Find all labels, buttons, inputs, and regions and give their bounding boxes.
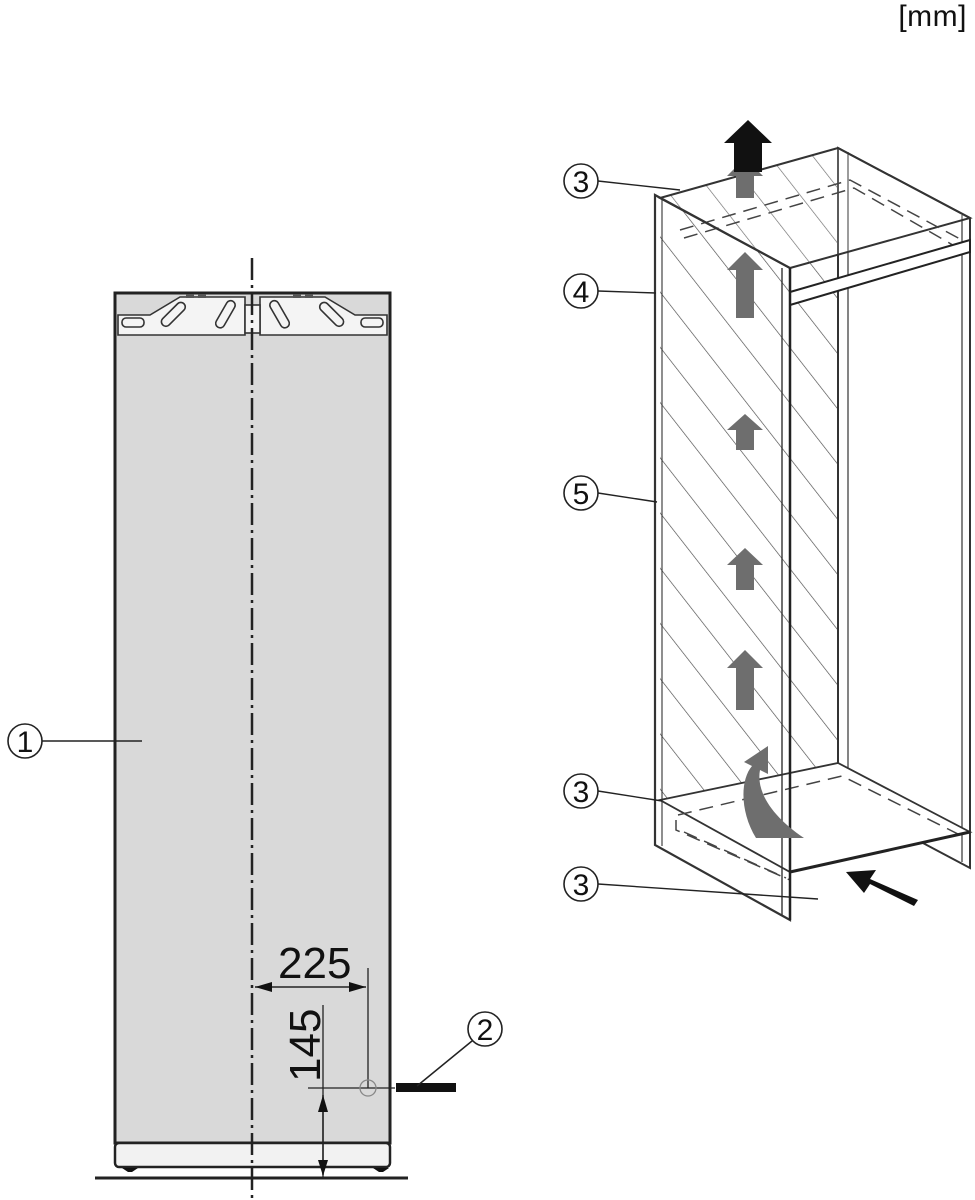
callout-2: 2 [416, 1011, 503, 1087]
airflow-arrows [727, 158, 804, 838]
foot-right [373, 1168, 389, 1172]
appliance-front-view: 225 145 [95, 258, 456, 1200]
dimension-horizontal: 225 [255, 939, 369, 1088]
top-mounting-bracket [117, 294, 388, 336]
svg-text:3: 3 [573, 776, 590, 809]
dimension-145-label: 145 [281, 1009, 330, 1082]
callout-3-bottom: 3 [563, 866, 819, 902]
svg-text:1: 1 [17, 726, 34, 759]
svg-text:2: 2 [477, 1014, 494, 1047]
svg-text:4: 4 [573, 276, 590, 309]
intake-arrow [846, 870, 918, 906]
dimension-vertical: 145 [281, 1005, 395, 1178]
connection-bar [396, 1083, 456, 1092]
cabinet-isometric-view [653, 120, 973, 922]
dimension-225-label: 225 [278, 939, 351, 988]
foot-left [122, 1168, 138, 1172]
callout-3-top: 3 [563, 163, 681, 199]
connection-point [359, 1079, 377, 1097]
callout-3-middle: 3 [563, 773, 663, 809]
svg-text:5: 5 [573, 478, 590, 511]
callout-1: 1 [7, 723, 142, 759]
callout-5: 5 [563, 475, 658, 511]
exhaust-arrow [724, 120, 772, 172]
callout-4: 4 [563, 273, 657, 309]
svg-text:3: 3 [573, 869, 590, 902]
svg-text:3: 3 [573, 166, 590, 199]
unit-label: [mm] [898, 0, 967, 33]
